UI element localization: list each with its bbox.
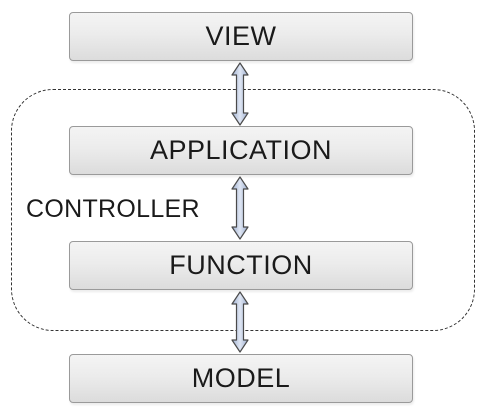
application-layer-box: APPLICATION <box>69 126 413 175</box>
application-function-double-arrow <box>231 176 249 240</box>
model-layer-box: MODEL <box>69 354 413 403</box>
function-layer-label: FUNCTION <box>169 250 313 280</box>
view-application-double-arrow <box>231 62 249 126</box>
controller-label: CONTROLLER <box>26 195 200 223</box>
function-layer-box: FUNCTION <box>69 241 413 290</box>
view-layer-box: VIEW <box>69 12 413 61</box>
model-layer-label: MODEL <box>191 363 291 393</box>
function-model-double-arrow <box>231 291 249 353</box>
application-layer-label: APPLICATION <box>149 135 333 165</box>
view-layer-label: VIEW <box>205 21 277 51</box>
